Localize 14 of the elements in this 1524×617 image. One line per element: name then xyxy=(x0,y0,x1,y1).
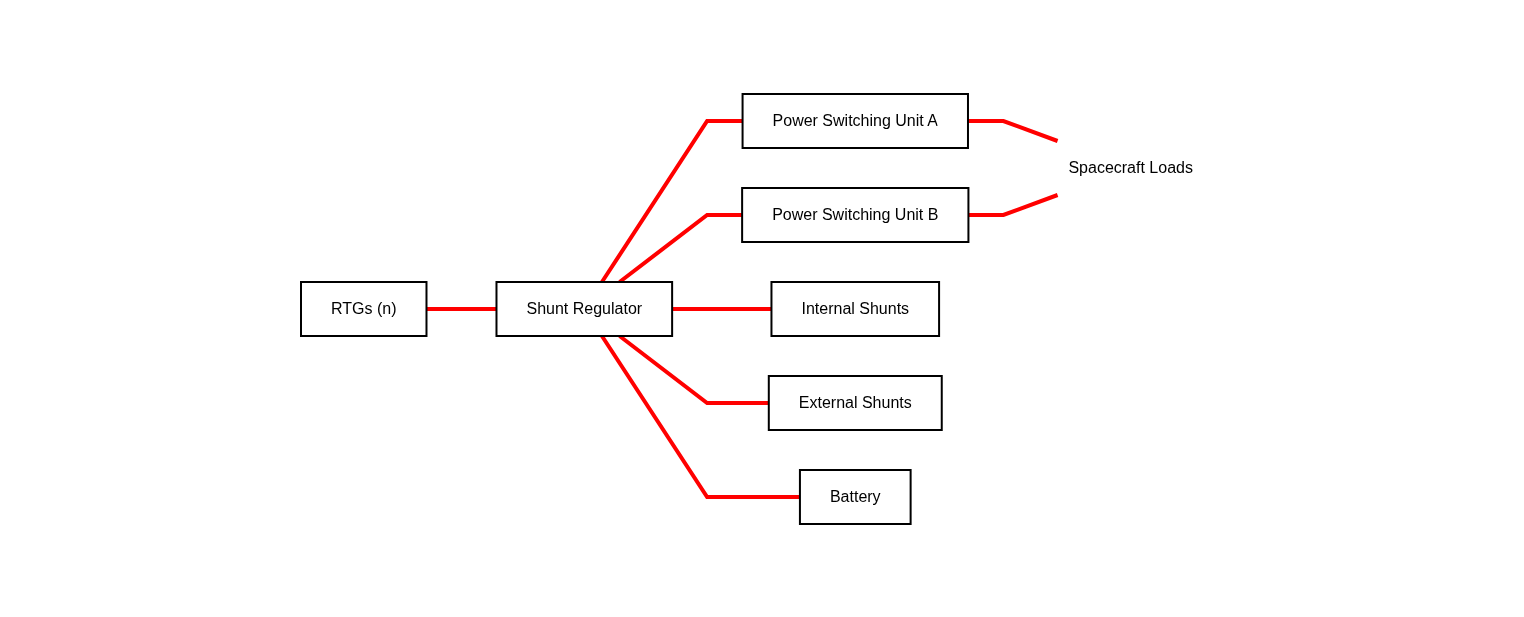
connector xyxy=(600,118,743,283)
connector xyxy=(968,118,1059,143)
node-box: RTGs (n) xyxy=(300,280,428,337)
node-box: Shunt Regulator xyxy=(495,280,674,337)
node-text: Spacecraft Loads xyxy=(1068,158,1193,176)
node-box: Internal Shunts xyxy=(770,280,941,337)
connector xyxy=(672,306,772,311)
connector xyxy=(600,334,800,499)
node-box: External Shunts xyxy=(767,374,943,431)
node-box: Battery xyxy=(798,468,912,525)
node-box: Power Switching Unit A xyxy=(741,92,969,149)
connector xyxy=(426,306,497,311)
connector xyxy=(968,192,1059,217)
node-box: Power Switching Unit B xyxy=(741,186,970,243)
